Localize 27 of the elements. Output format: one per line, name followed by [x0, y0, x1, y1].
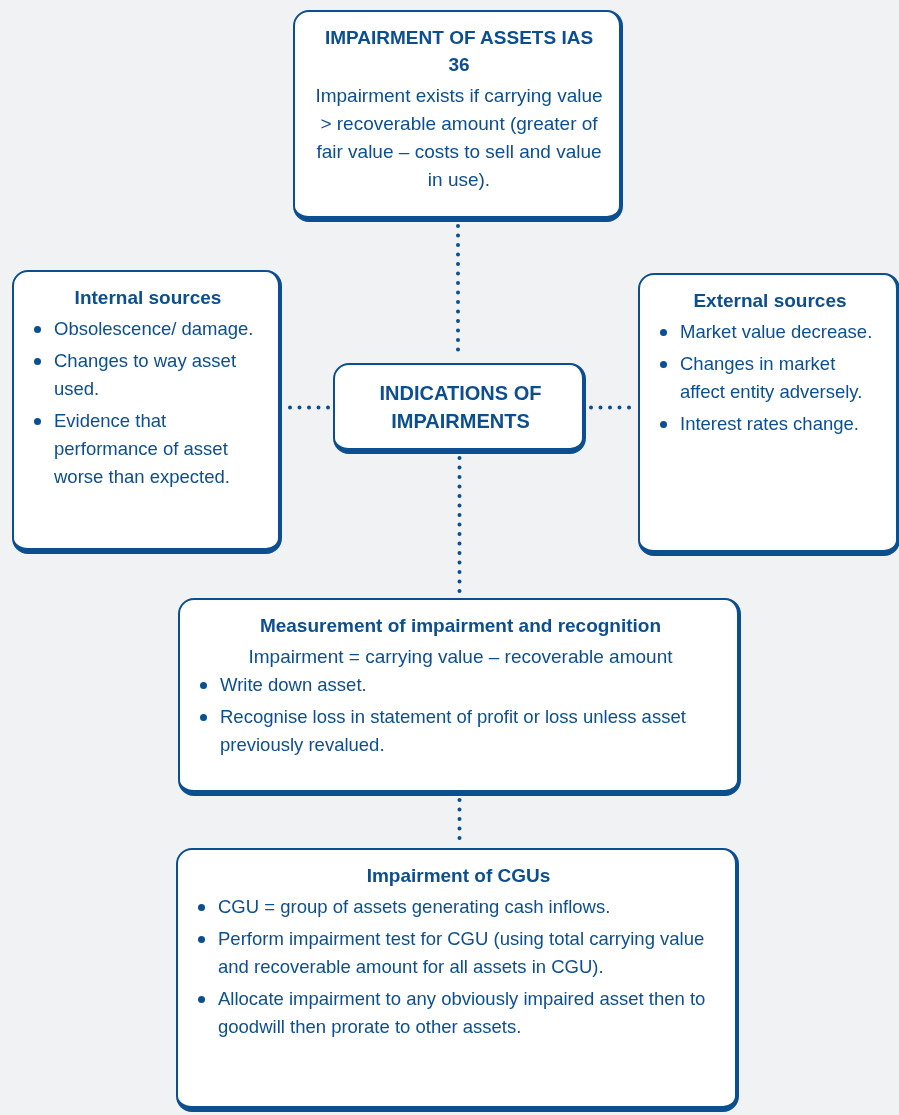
- text-box: [12, 270, 282, 554]
- text-box: [176, 848, 739, 1112]
- text-box: [178, 598, 741, 796]
- heading: External sources: [692, 289, 848, 313]
- heading: Measurement of impairment and recognition: [258, 614, 663, 638]
- bullet-item: Perform impairment test for CGU (using total carrying value and recoverable amount for all assets in CGU).: [196, 925, 721, 981]
- description-text: Impairment = carrying value – recoverable amount: [247, 645, 674, 669]
- bullet-item: Evidence that performance of asset worse than expected.: [32, 407, 264, 491]
- heading: INDICATIONS OF IMPAIRMENTS: [378, 380, 543, 434]
- heading: Impairment of CGUs: [365, 864, 552, 888]
- heading: IMPAIRMENT OF ASSETS IAS 36: [323, 26, 595, 77]
- bullet-item: Changes in market affect entity adversely.: [658, 350, 882, 406]
- text-box: [293, 10, 623, 222]
- bullet-item: Market value decrease.: [658, 318, 882, 346]
- text-box: [333, 363, 586, 454]
- bullet-item: Changes to way asset used.: [32, 347, 264, 403]
- bullet-item: Interest rates change.: [658, 410, 882, 438]
- heading: Internal sources: [73, 286, 223, 310]
- bullet-item: Write down asset.: [198, 671, 723, 699]
- bullet-item: Recognise loss in statement of profit or loss unless asset previously revalued.: [198, 703, 723, 759]
- bullet-item: CGU = group of assets generating cash inflows.: [196, 893, 721, 921]
- dotted-connector: [457, 456, 462, 596]
- bullet-item: Allocate impairment to any obviously impaired asset then to goodwill then prorate to other assets.: [196, 985, 721, 1041]
- description-text: Impairment exists if carrying value > recoverable amount (greater of fair value – costs to sell and value in use).: [314, 84, 604, 192]
- bullet-item: Obsolescence/ damage.: [32, 315, 264, 343]
- text-box: [638, 273, 899, 556]
- dotted-connector: [285, 405, 330, 410]
